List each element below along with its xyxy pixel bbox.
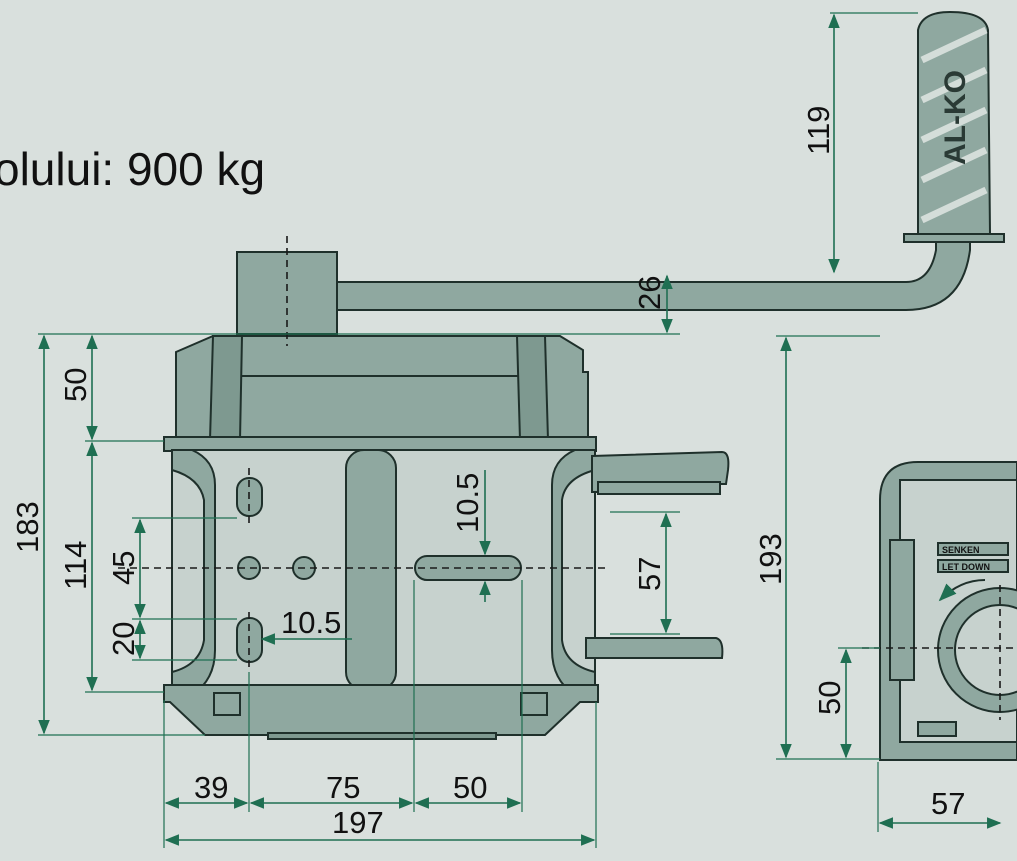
grip-ribs [920,26,988,224]
dimension-labels: 119 26 50 183 114 45 20 10.5 10.5 57 193… [10,106,965,840]
dim-side-lower: 50 [812,681,847,715]
letdown-label-box [937,559,1009,573]
center-lines [118,236,1017,720]
base-foot-right [520,692,548,716]
dim-top-section: 50 [58,368,93,402]
housing-rib-right [515,335,550,441]
base-plate [163,684,599,736]
letdown-label: LET DOWN [942,562,990,572]
center-rib [345,449,397,691]
housing-rib-left [208,335,244,441]
lower-label-box [937,542,1009,556]
dim-side-height: 193 [753,533,788,585]
side-window [889,539,915,681]
dim-bottom-39: 39 [194,770,228,805]
crank-handle: AL-KO [236,10,1005,335]
lower-label: SENKEN [942,545,980,555]
dim-crank-thickness: 26 [632,276,667,310]
capacity-title: olului: 900 kg [0,143,265,195]
side-foot [917,721,957,737]
dim-bottom-50: 50 [453,770,487,805]
handle-flange [903,233,1005,243]
housing-flange [163,436,597,452]
brand-logo: AL-KO [939,70,972,165]
dim-slot-width-vertical: 10.5 [450,473,485,533]
dim-body-height: 114 [58,541,93,590]
drum-bottom [267,732,497,740]
bracket-lower [585,637,724,659]
dim-overall-width: 197 [332,805,384,840]
dim-bracket-gap: 57 [632,557,667,591]
dim-side-width: 57 [931,786,965,821]
side-view: SENKEN LET DOWN [879,461,1017,761]
dim-bottom-75: 75 [326,770,360,805]
dimension-lines [38,12,1002,848]
dim-overall-height: 183 [10,501,45,553]
dim-slot-width: 10.5 [281,605,341,640]
base-foot-left [213,692,241,716]
crank-arm [336,235,971,311]
dim-handle-height: 119 [801,106,836,155]
rotation-arrow [938,579,986,602]
dim-slot-length: 20 [106,622,141,656]
dim-slot-pitch: 45 [106,551,141,585]
bracket-upper-lip [597,481,721,495]
winch-body [163,335,730,740]
